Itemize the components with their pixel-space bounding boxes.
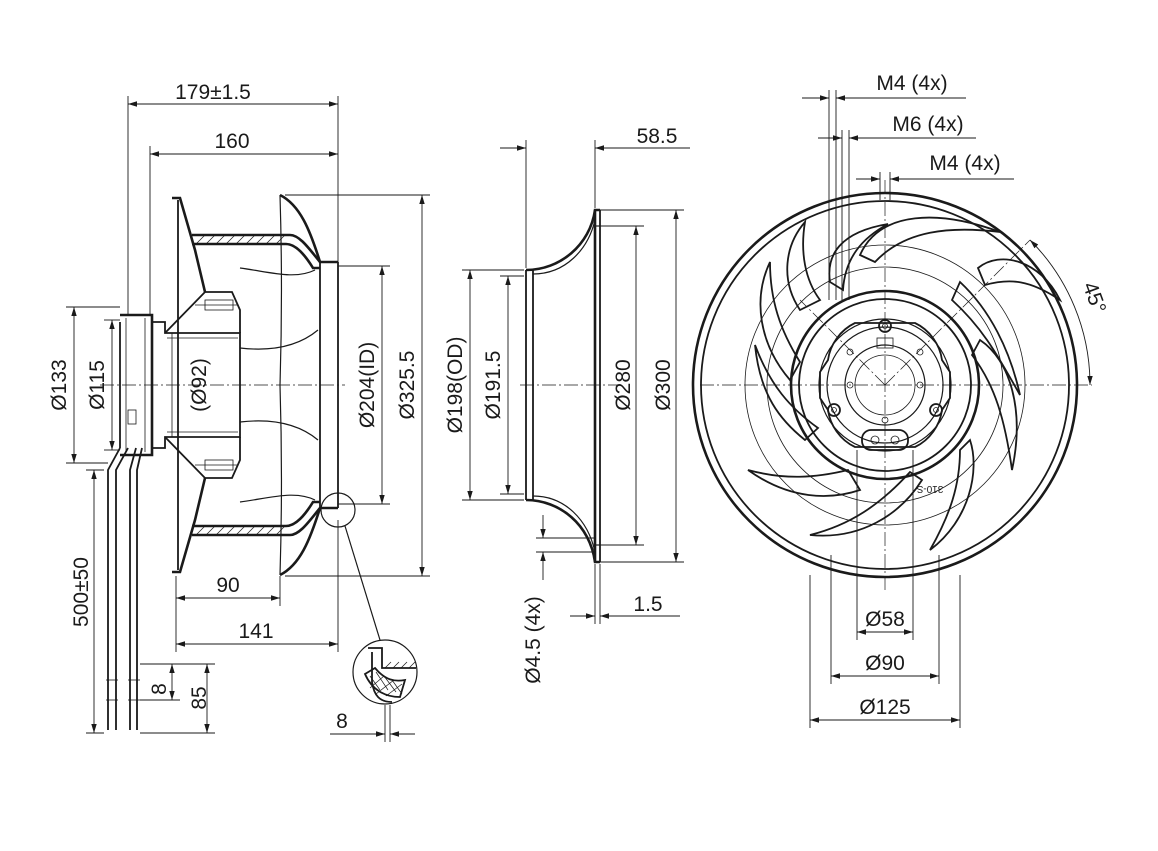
dim-overall-length: 179±1.5 <box>175 81 251 104</box>
side-view: 179±1.5 160 Ø133 Ø115 (Ø92) Ø204(ID) Ø32… <box>48 81 430 734</box>
dim-pcd-90: Ø90 <box>865 652 905 675</box>
dim-ring-inner: Ø191.5 <box>482 351 505 420</box>
inlet-ring-view: 58.5 Ø198(OD) Ø191.5 Ø280 Ø300 Ø4.5 (4x) <box>444 125 690 684</box>
dim-angle: 45° <box>1078 279 1110 317</box>
thread-m4-bottom: M4 (4x) <box>929 152 1000 175</box>
part-mark: 310-S <box>916 483 943 494</box>
detail-view: 8 <box>330 639 418 742</box>
dim-pcd-58: Ø58 <box>865 608 905 631</box>
dim-inlet-id: Ø204(ID) <box>356 342 379 428</box>
thread-m6: M6 (4x) <box>892 113 963 136</box>
dim-detail-8: 8 <box>336 710 348 733</box>
dim-lead-strip-8: 8 <box>148 683 171 695</box>
motor-flange-front <box>819 322 951 448</box>
dim-ring-bolt-circle: Ø280 <box>612 359 635 410</box>
dim-outer-diameter: Ø325.5 <box>396 351 419 420</box>
motor-flange <box>120 313 154 457</box>
dim-cable-length: 500±50 <box>70 557 93 627</box>
inlet-ring-profile <box>525 208 600 272</box>
backplate <box>172 196 207 293</box>
dim-ring-depth: 58.5 <box>637 125 678 148</box>
dim-ring-od: Ø198(OD) <box>444 337 467 434</box>
rotor-body <box>152 321 241 449</box>
dim-pcd-125: Ø125 <box>859 696 910 719</box>
dim-motor-diameter: (Ø92) <box>188 358 211 412</box>
dim-depth-141: 141 <box>238 620 273 643</box>
cable <box>107 447 121 730</box>
impeller-blades <box>747 216 1063 551</box>
thread-m4-top: M4 (4x) <box>876 72 947 95</box>
dim-ring-holes: Ø4.5 (4x) <box>522 596 545 684</box>
dim-impeller-length: 160 <box>214 130 249 153</box>
dim-flange-diameter: Ø115 <box>86 360 109 410</box>
dim-ring-outer: Ø300 <box>652 359 675 410</box>
dim-ring-thickness: 1.5 <box>633 593 662 616</box>
detail-circle <box>352 639 418 705</box>
front-view: 310-S 45° M4 (4x) M6 (4x) M4 (4x) Ø58 <box>691 72 1110 728</box>
dim-hub-diameter: Ø133 <box>48 359 71 410</box>
dim-depth-90: 90 <box>216 574 239 597</box>
dim-lead-strip-85: 85 <box>188 686 211 709</box>
